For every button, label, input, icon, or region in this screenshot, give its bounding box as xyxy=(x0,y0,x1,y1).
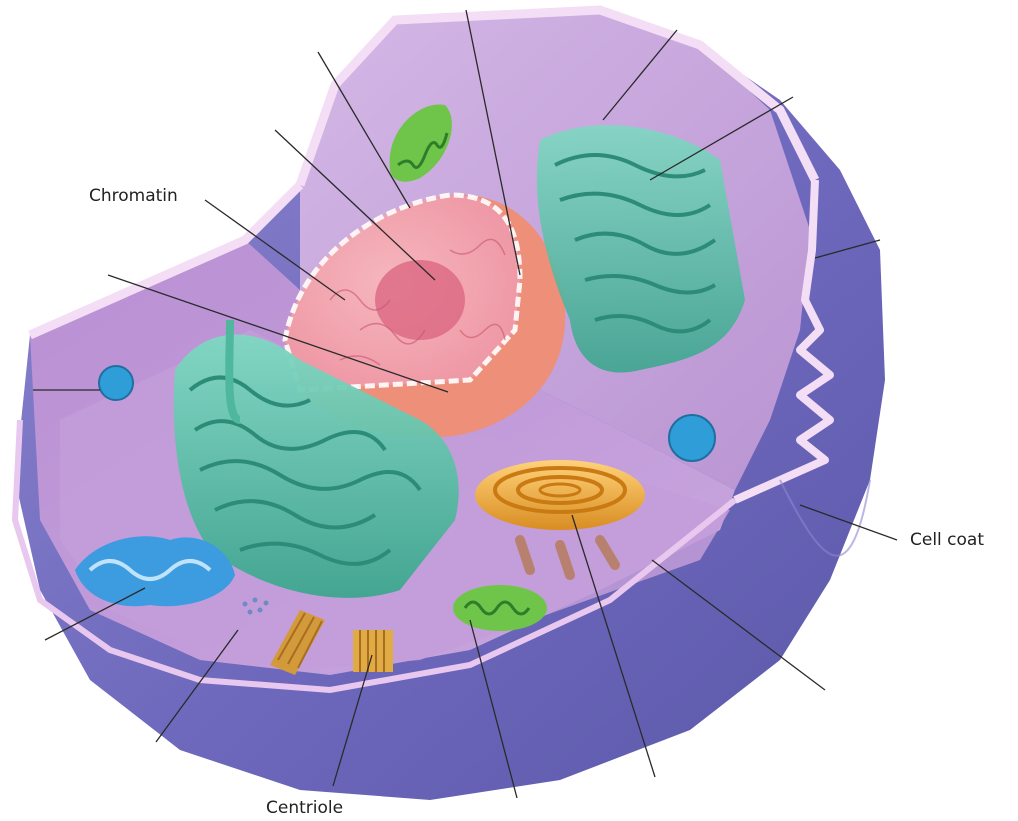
label-centriole: Centriole xyxy=(266,798,343,818)
mitochondrion-bottom xyxy=(453,585,547,631)
label-chromatin: Chromatin xyxy=(89,186,178,206)
label-cell-coat: Cell coat xyxy=(910,530,984,550)
lysosome-right xyxy=(669,415,715,461)
lysosome-left xyxy=(99,366,133,400)
